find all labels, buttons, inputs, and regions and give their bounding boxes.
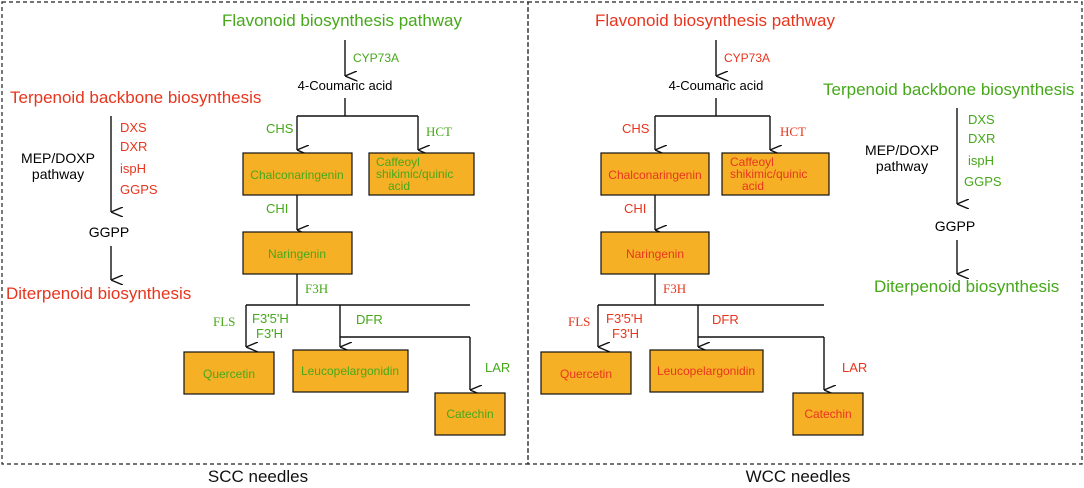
wcc-catechin: Catechin	[804, 407, 851, 421]
wcc-quercetin: Quercetin	[560, 367, 612, 381]
wcc-naringenin-box	[600, 231, 710, 275]
wcc-chs-label: CHS	[622, 121, 650, 136]
scc-f35h-label: F3'5'H	[252, 311, 289, 326]
wcc-panel-frame	[527, 1, 1083, 465]
wcc-mep-1: MEP/DOXP	[865, 142, 939, 158]
scc-chs-label: CHS	[266, 121, 294, 136]
wcc-gene-ggps: GGPS	[964, 174, 1002, 189]
wcc-caffeoyl-2: shikimic/quinic	[730, 167, 807, 181]
wcc-ggpp: GGPP	[935, 218, 975, 234]
wcc-lar-label: LAR	[842, 360, 867, 375]
wcc-naringenin: Naringenin	[626, 247, 684, 261]
scc-gene-ggps: GGPS	[120, 182, 158, 197]
scc-mep-1: MEP/DOXP	[21, 150, 95, 166]
wcc-caption: WCC needles	[746, 467, 851, 486]
scc-chalconaringenin: Chalconaringenin	[250, 168, 343, 182]
wcc-caffeoyl-1: Caffeoyl	[730, 155, 774, 169]
scc-caffeoyl-2: shikimic/quinic	[376, 167, 453, 181]
scc-coumaric-acid: 4-Coumaric acid	[298, 78, 393, 93]
wcc-mep-2: pathway	[876, 158, 928, 174]
scc-dfr-label: DFR	[356, 312, 383, 327]
scc-flavonoid-pathway: Flavonoid biosynthesis pathway CYP73A 4-…	[183, 11, 510, 436]
wcc-hct-label: HCT	[780, 124, 806, 139]
wcc-terpenoid-pathway: Terpenoid backbone biosynthesis MEP/DOXP…	[823, 80, 1074, 296]
wcc-gene-dxr: DXR	[968, 131, 995, 146]
scc-caffeoyl-box	[368, 152, 475, 196]
scc-catechin: Catechin	[446, 407, 493, 421]
wcc-coumaric-acid: 4-Coumaric acid	[669, 78, 764, 93]
scc-terpenoid-title: Terpenoid backbone biosynthesis	[10, 88, 261, 107]
scc-cyp-label: CYP73A	[353, 51, 399, 65]
scc-gene-dxs: DXS	[120, 120, 147, 135]
scc-quercetin: Quercetin	[203, 367, 255, 381]
scc-chi-label: CHI	[266, 201, 288, 216]
wcc-gene-isph: ispH	[968, 153, 994, 168]
wcc-chi-label: CHI	[624, 201, 646, 216]
wcc-chalconaringenin-box	[600, 152, 710, 196]
wcc-caffeoyl-box	[721, 152, 830, 196]
scc-naringenin-box	[242, 231, 353, 275]
scc-caption: SCC needles	[208, 467, 308, 486]
wcc-diterpenoid: Diterpenoid biosynthesis	[874, 277, 1059, 296]
scc-caffeoyl-1: Caffeoyl	[376, 155, 420, 169]
scc-leucopelargonidin-box	[292, 349, 409, 393]
wcc-flavonoid-title: Flavonoid biosynthesis pathway	[595, 11, 836, 30]
scc-naringenin: Naringenin	[268, 247, 326, 261]
wcc-f35h-label: F3'5'H	[606, 311, 643, 326]
wcc-dfr-label: DFR	[712, 312, 739, 327]
wcc-leucopelargonidin: Leucopelargonidin	[657, 364, 755, 378]
scc-ggpp: GGPP	[89, 224, 129, 240]
scc-gene-dxr: DXR	[120, 139, 147, 154]
scc-catechin-box	[434, 392, 506, 436]
scc-quercetin-box	[183, 351, 275, 395]
wcc-cyp-label: CYP73A	[724, 51, 770, 65]
wcc-quercetin-box	[540, 351, 632, 395]
wcc-f3h-prime-label: F3'H	[612, 326, 639, 341]
wcc-terpenoid-title: Terpenoid backbone biosynthesis	[823, 80, 1074, 99]
scc-fls-label: FLS	[213, 314, 235, 329]
scc-terpenoid-pathway: Terpenoid backbone biosynthesis MEP/DOXP…	[6, 88, 261, 303]
scc-leucopelargonidin: Leucopelargonidin	[301, 364, 399, 378]
scc-hct-label: HCT	[426, 124, 452, 139]
wcc-panel: Flavonoid biosynthesis pathway CYP73A 4-…	[540, 11, 1074, 486]
scc-mep-2: pathway	[32, 166, 84, 182]
scc-gene-isph: ispH	[120, 161, 146, 176]
scc-caffeoyl-3: acid	[388, 179, 410, 193]
wcc-f3h-label: F3H	[663, 281, 686, 296]
wcc-fls-label: FLS	[568, 314, 590, 329]
scc-flavonoid-title: Flavonoid biosynthesis pathway	[222, 11, 463, 30]
wcc-flavonoid-pathway: Flavonoid biosynthesis pathway CYP73A 4-…	[540, 11, 867, 436]
wcc-caffeoyl-3: acid	[742, 179, 764, 193]
wcc-chalconaringenin: Chalconaringenin	[608, 168, 701, 182]
scc-f3h-prime-label: F3'H	[256, 326, 283, 341]
scc-f3h-label: F3H	[305, 281, 328, 296]
scc-lar-label: LAR	[485, 360, 510, 375]
wcc-catechin-box	[792, 392, 864, 436]
wcc-gene-dxs: DXS	[968, 112, 995, 127]
wcc-leucopelargonidin-box	[649, 349, 764, 393]
scc-panel: Flavonoid biosynthesis pathway CYP73A 4-…	[6, 11, 510, 486]
scc-diterpenoid: Diterpenoid biosynthesis	[6, 284, 191, 303]
